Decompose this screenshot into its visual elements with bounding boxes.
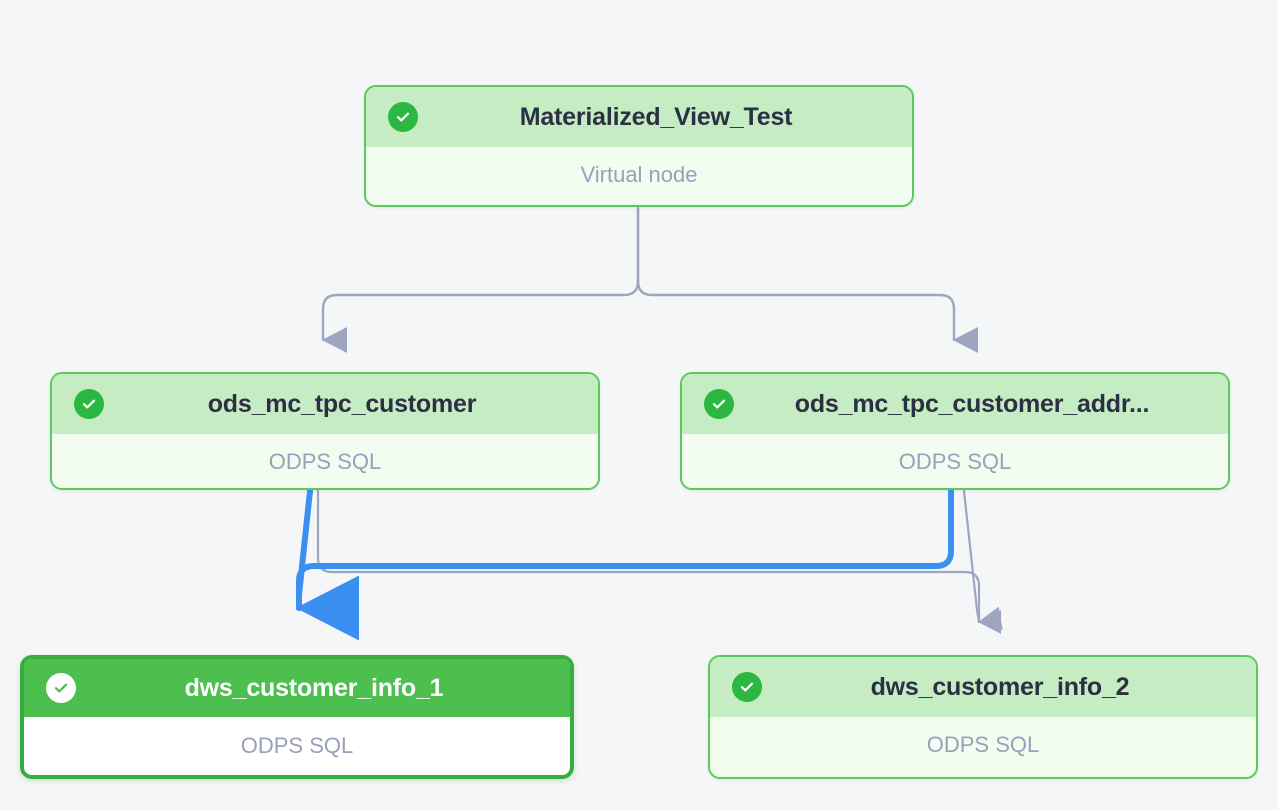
node-header: ods_mc_tpc_customer_addr... bbox=[682, 374, 1228, 434]
edge-ods2-to-dws2[interactable] bbox=[962, 489, 1003, 631]
node-body: ODPS SQL bbox=[682, 434, 1228, 488]
node-title: dws_customer_info_2 bbox=[870, 672, 1130, 701]
node-subtitle: ODPS SQL bbox=[268, 449, 382, 474]
check-circle-icon bbox=[388, 102, 418, 132]
graph-node-materialized-view-test[interactable]: Materialized_View_Test Virtual node bbox=[364, 85, 914, 207]
node-title: dws_customer_info_1 bbox=[184, 673, 444, 702]
node-title: ods_mc_tpc_customer_addr... bbox=[794, 389, 1150, 418]
node-title: Materialized_View_Test bbox=[519, 102, 793, 131]
edge-ods1-to-dws1[interactable] bbox=[296, 488, 359, 641]
check-circle-icon bbox=[74, 389, 104, 419]
graph-node-ods-mc-tpc-customer-addr[interactable]: ods_mc_tpc_customer_addr... ODPS SQL bbox=[680, 372, 1230, 490]
node-header: dws_customer_info_2 bbox=[710, 657, 1256, 717]
edge-mv-to-ods1[interactable] bbox=[321, 206, 640, 353]
edge-ods2-to-dws1[interactable] bbox=[296, 488, 954, 641]
node-title: ods_mc_tpc_customer bbox=[207, 389, 477, 418]
graph-node-ods-mc-tpc-customer[interactable]: ods_mc_tpc_customer ODPS SQL bbox=[50, 372, 600, 490]
check-circle-icon bbox=[732, 672, 762, 702]
node-subtitle: ODPS SQL bbox=[898, 449, 1012, 474]
node-header: Materialized_View_Test bbox=[366, 87, 912, 147]
check-circle-icon bbox=[704, 389, 734, 419]
node-body: Virtual node bbox=[366, 147, 912, 203]
node-header: ods_mc_tpc_customer bbox=[52, 374, 598, 434]
graph-node-dws-customer-info-1[interactable]: dws_customer_info_1 ODPS SQL bbox=[20, 655, 574, 779]
edge-mv-to-ods2[interactable] bbox=[636, 206, 978, 353]
graph-node-dws-customer-info-2[interactable]: dws_customer_info_2 ODPS SQL bbox=[708, 655, 1258, 779]
node-body: ODPS SQL bbox=[52, 434, 598, 488]
node-header: dws_customer_info_1 bbox=[24, 659, 570, 717]
node-body: ODPS SQL bbox=[710, 717, 1256, 773]
check-circle-icon bbox=[46, 673, 76, 703]
node-subtitle: Virtual node bbox=[580, 162, 698, 187]
node-body: ODPS SQL bbox=[24, 717, 570, 775]
node-subtitle: ODPS SQL bbox=[240, 733, 354, 758]
node-subtitle: ODPS SQL bbox=[926, 732, 1040, 757]
edge-ods1-to-dws2[interactable] bbox=[316, 489, 1001, 634]
